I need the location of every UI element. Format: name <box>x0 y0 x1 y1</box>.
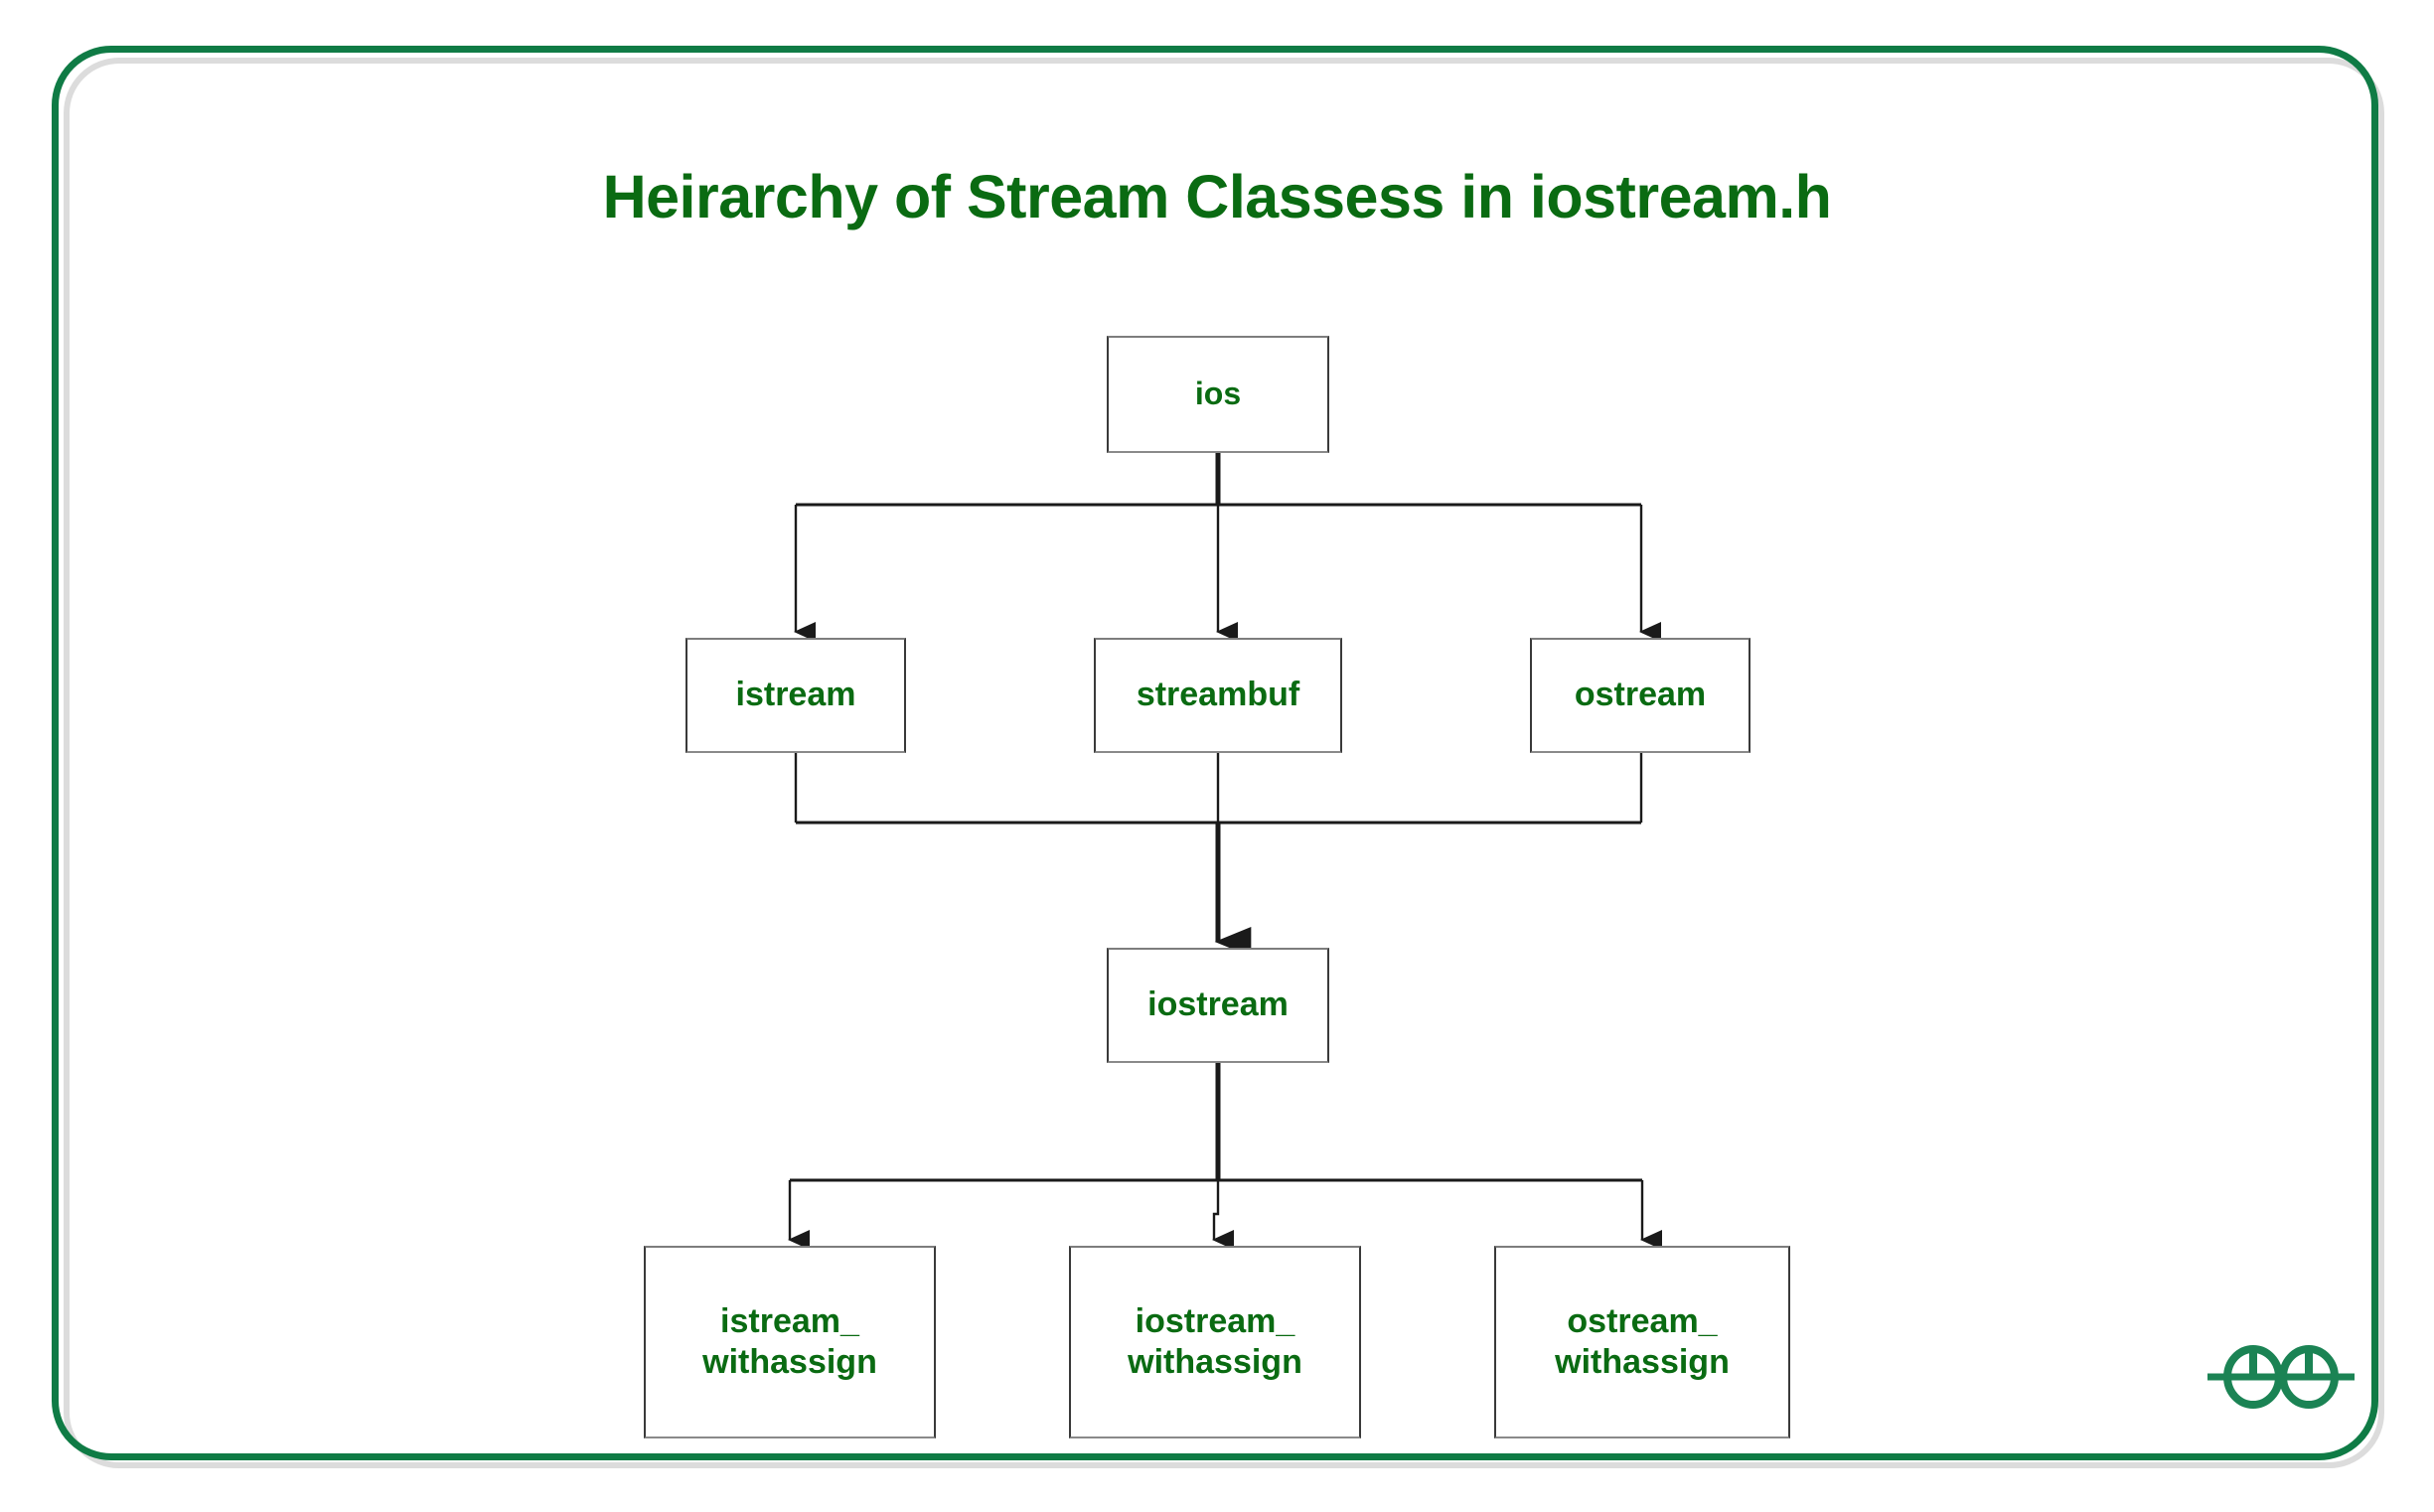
page-title: Heirarchy of Stream Classess in iostream… <box>602 163 1832 230</box>
node-ios[interactable]: ios <box>1107 336 1329 453</box>
node-ostream[interactable]: ostream <box>1530 638 1750 753</box>
node-ostream-withassign-label: ostream_ withassign <box>1555 1301 1730 1381</box>
node-iostream-withassign-label: iostream_ withassign <box>1128 1301 1302 1381</box>
node-ios-label: ios <box>1194 376 1242 412</box>
node-streambuf-label: streambuf <box>1136 676 1300 714</box>
node-iostream-label: iostream <box>1147 985 1289 1024</box>
frame-outline <box>52 46 2378 1460</box>
node-iostream[interactable]: iostream <box>1107 948 1329 1063</box>
node-istream-withassign[interactable]: istream_ withassign <box>644 1246 936 1438</box>
edge-level2-merge <box>794 753 1643 825</box>
node-istream-withassign-label: istream_ withassign <box>702 1301 877 1381</box>
node-istream-label: istream <box>735 676 856 714</box>
node-streambuf[interactable]: streambuf <box>1094 638 1342 753</box>
edge-iostream-iostream-withassign <box>1212 1180 1234 1250</box>
node-ostream-label: ostream <box>1574 676 1707 714</box>
node-istream[interactable]: istream <box>685 638 906 753</box>
frame-outline-shadow <box>64 58 2384 1468</box>
edge-iostream-trunk <box>790 1063 1642 1182</box>
node-ostream-withassign[interactable]: ostream_ withassign <box>1494 1246 1790 1438</box>
geeksforgeeks-logo <box>2207 1345 2355 1410</box>
node-iostream-withassign[interactable]: iostream_ withassign <box>1069 1246 1361 1438</box>
edge-ios-trunk <box>796 453 1641 507</box>
